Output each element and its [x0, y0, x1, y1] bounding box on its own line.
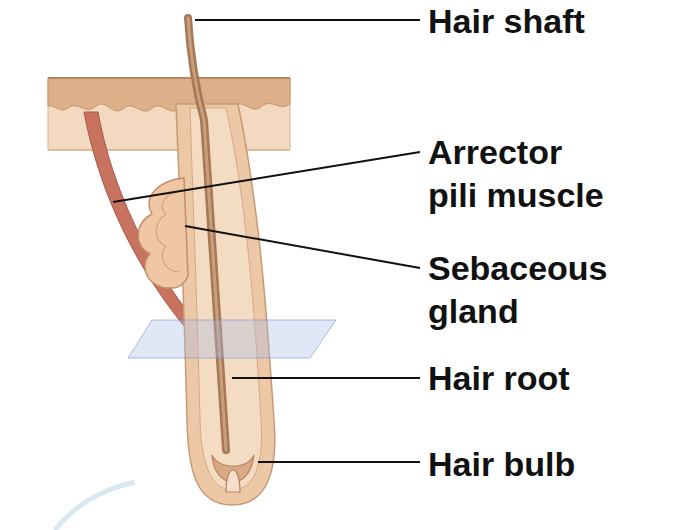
leader-line [232, 377, 420, 379]
part-label: Hair shaft [428, 0, 658, 43]
part-label: Arrector pili muscle [428, 131, 614, 217]
skin-edge [48, 150, 290, 151]
gland-lobes [156, 192, 180, 272]
leader-lines [113, 20, 420, 462]
leader-line [185, 226, 420, 268]
skin-surface [48, 77, 290, 79]
hair-highlight [188, 18, 226, 450]
dermal-papilla [226, 470, 240, 492]
part-label: Hair root [428, 357, 658, 400]
hair [188, 18, 226, 450]
part-label: Sebaceous gland [428, 247, 614, 333]
leader-line [258, 461, 420, 463]
section-plane [128, 320, 336, 358]
epidermis [48, 78, 290, 111]
decor-swoosh [55, 482, 135, 530]
part-label: Hair bulb [428, 443, 658, 486]
leader-line [113, 152, 420, 202]
leader-line [195, 19, 420, 21]
